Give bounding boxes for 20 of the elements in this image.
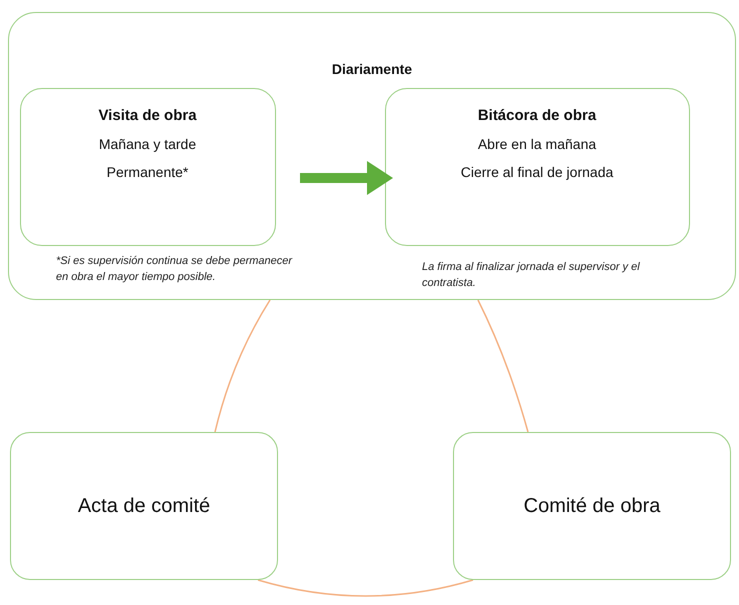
note-text: La firma al finalizar jornada el supervisor y el contratista.	[422, 260, 641, 291]
box-text: Mañana y tarde	[98, 136, 196, 152]
box-text: Permanente*	[106, 164, 188, 180]
box-title: Comité de obra	[524, 494, 660, 518]
process-box	[10, 432, 278, 580]
process-box	[384, 88, 690, 246]
group-box	[8, 12, 736, 300]
box-text: Abre en la mañana	[478, 136, 596, 152]
cycle-arc	[258, 579, 474, 597]
box-title: Visita de obra	[98, 106, 197, 124]
process-box	[453, 432, 731, 580]
box-text: Cierre al final de jornada	[460, 164, 614, 180]
cycle-arc	[214, 300, 271, 432]
cycle-arc	[477, 300, 529, 432]
box-title: Bitácora de obra	[478, 106, 596, 124]
note-text: *Si es supervisión continua se debe permanecer en obra el mayor tiempo posible.	[56, 254, 294, 285]
box-title: Acta de comité	[78, 494, 210, 518]
process-box	[20, 88, 276, 246]
arrow	[300, 161, 393, 195]
box-title: Diariamente	[332, 61, 412, 77]
